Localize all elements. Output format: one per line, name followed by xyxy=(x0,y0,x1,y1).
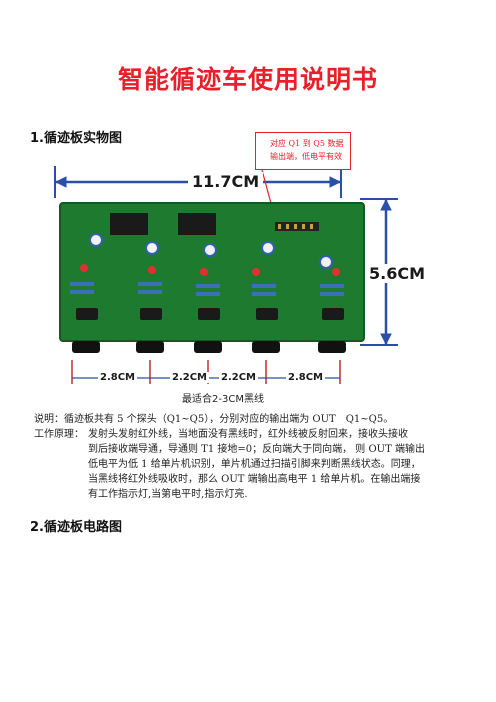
height-label: 5.6CM xyxy=(369,264,426,283)
width-label: 11.7CM xyxy=(188,172,264,191)
working-line-3: 低电平为低 1 给单片机识别，单片机通过扫描引脚来判断黑线状态。同理， xyxy=(88,459,421,470)
description-line: 说明：循迹板共有 5 个探头（Q1~Q5），分别对应的输出端为 OUT Q1~Q… xyxy=(34,414,394,425)
working-line-2: 到后接收端导通，导通则 T1 接地=0；反向端大于同向端， 则 OUT 端输出 xyxy=(88,444,425,455)
section-heading-board-photo: 1.循迹板实物图 xyxy=(30,131,122,146)
section-heading-circuit: 2.循迹板电路图 xyxy=(30,520,122,535)
working-line-1: 发射头发射红外线，当地面没有黑线时，红外线被反射回来，接收头接收 xyxy=(88,429,408,440)
callout-line-2: 输出端，低电平有效 xyxy=(270,152,342,161)
document-title: 智能循迹车使用说明书 xyxy=(117,65,378,94)
spacing-label-2: 2.2CM xyxy=(170,372,210,383)
working-principle-body: 发射头发射红外线，当地面没有黑线时，红外线被反射回来，接收头接收 到后接收端导通… xyxy=(88,427,472,502)
working-line-5: 有工作指示灯,当第电平时,指示灯亮. xyxy=(88,489,248,500)
spacing-label-4: 2.8CM xyxy=(286,372,326,383)
callout-line-1: 对应 Q1 到 Q5 数据 xyxy=(270,139,344,148)
spacing-label-1: 2.8CM xyxy=(98,372,138,383)
spacing-label-3: 2.2CM xyxy=(219,372,259,383)
working-principle-label: 工作原理： xyxy=(34,429,84,440)
working-line-4: 当黑线将红外线吸收时，那么 OUT 端输出高电平 1 给单片机。在输出端接 xyxy=(88,474,421,485)
black-line-fit-note: 最适合2-3CM黑线 xyxy=(182,394,264,405)
output-callout: 对应 Q1 到 Q5 数据 输出端，低电平有效 xyxy=(255,132,351,170)
pcb-board xyxy=(59,202,365,353)
